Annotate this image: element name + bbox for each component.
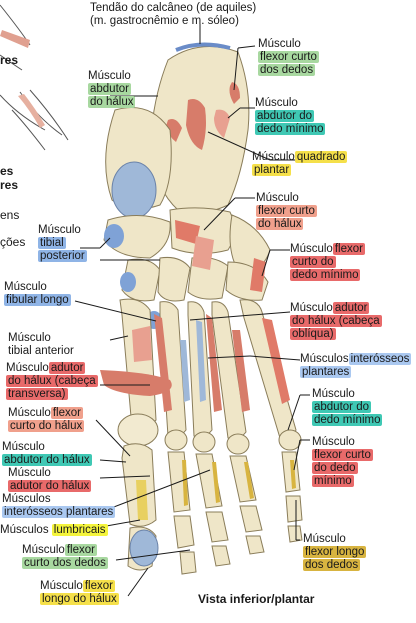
label-lumbricais: Músculos lumbricais [0,524,108,536]
label-flexor-curto-halux-right: Músculo flexor curto do hálux [256,192,317,230]
calcaneus [149,42,250,214]
figure-title: Vista inferior/plantar [198,592,315,606]
side-fragment-5: ções [0,235,26,249]
side-fragment-1: res [0,53,19,67]
label-abdutor-halux-left: Músculo abdutor do hálux [2,441,92,466]
label-abdutor-dedo-minimo-top: Músculo abdutor do dedo mínimo [255,97,326,135]
adjacent-figure-muscles [0,30,45,128]
label-abdutor-halux-top: Músculo abdutor do hálux [88,70,136,108]
tarsal-bones [103,107,271,329]
achilles-tendon-note: Tendão do calcâneo (de aquiles) (m. gast… [90,2,257,27]
metatarsals [100,298,302,455]
label-flexor-curto-dedo-minimo-lower: Músculo flexor curto do dedo mínimo [312,436,373,487]
label-tibial-posterior: Músculo tibial posterior [38,224,87,262]
label-interosseos-left: Músculos interósseos plantares [2,493,116,518]
label-adutor-halux-left: Músculo adutor do hálux [8,467,92,492]
adjacent-figure-fragment [0,4,69,151]
label-flexor-curto-dedos-top: Músculo flexor curto dos dedos [258,38,319,76]
side-fragment-3: res [0,178,19,192]
label-fibular-longo: Músculo fibular longo [4,281,71,306]
phalanges [121,443,303,575]
label-tibial-anterior: Músculo tibial anterior [8,332,74,357]
label-abdutor-dedo-minimo-right: Músculo abdutor do dedo mínimo [312,388,383,426]
label-flexor-longo-dedos: Músculo flexor longo dos dedos [303,533,367,571]
side-fragment-2: es [0,164,14,178]
leader-lines [74,24,310,597]
side-fragment-4: ens [0,208,20,222]
